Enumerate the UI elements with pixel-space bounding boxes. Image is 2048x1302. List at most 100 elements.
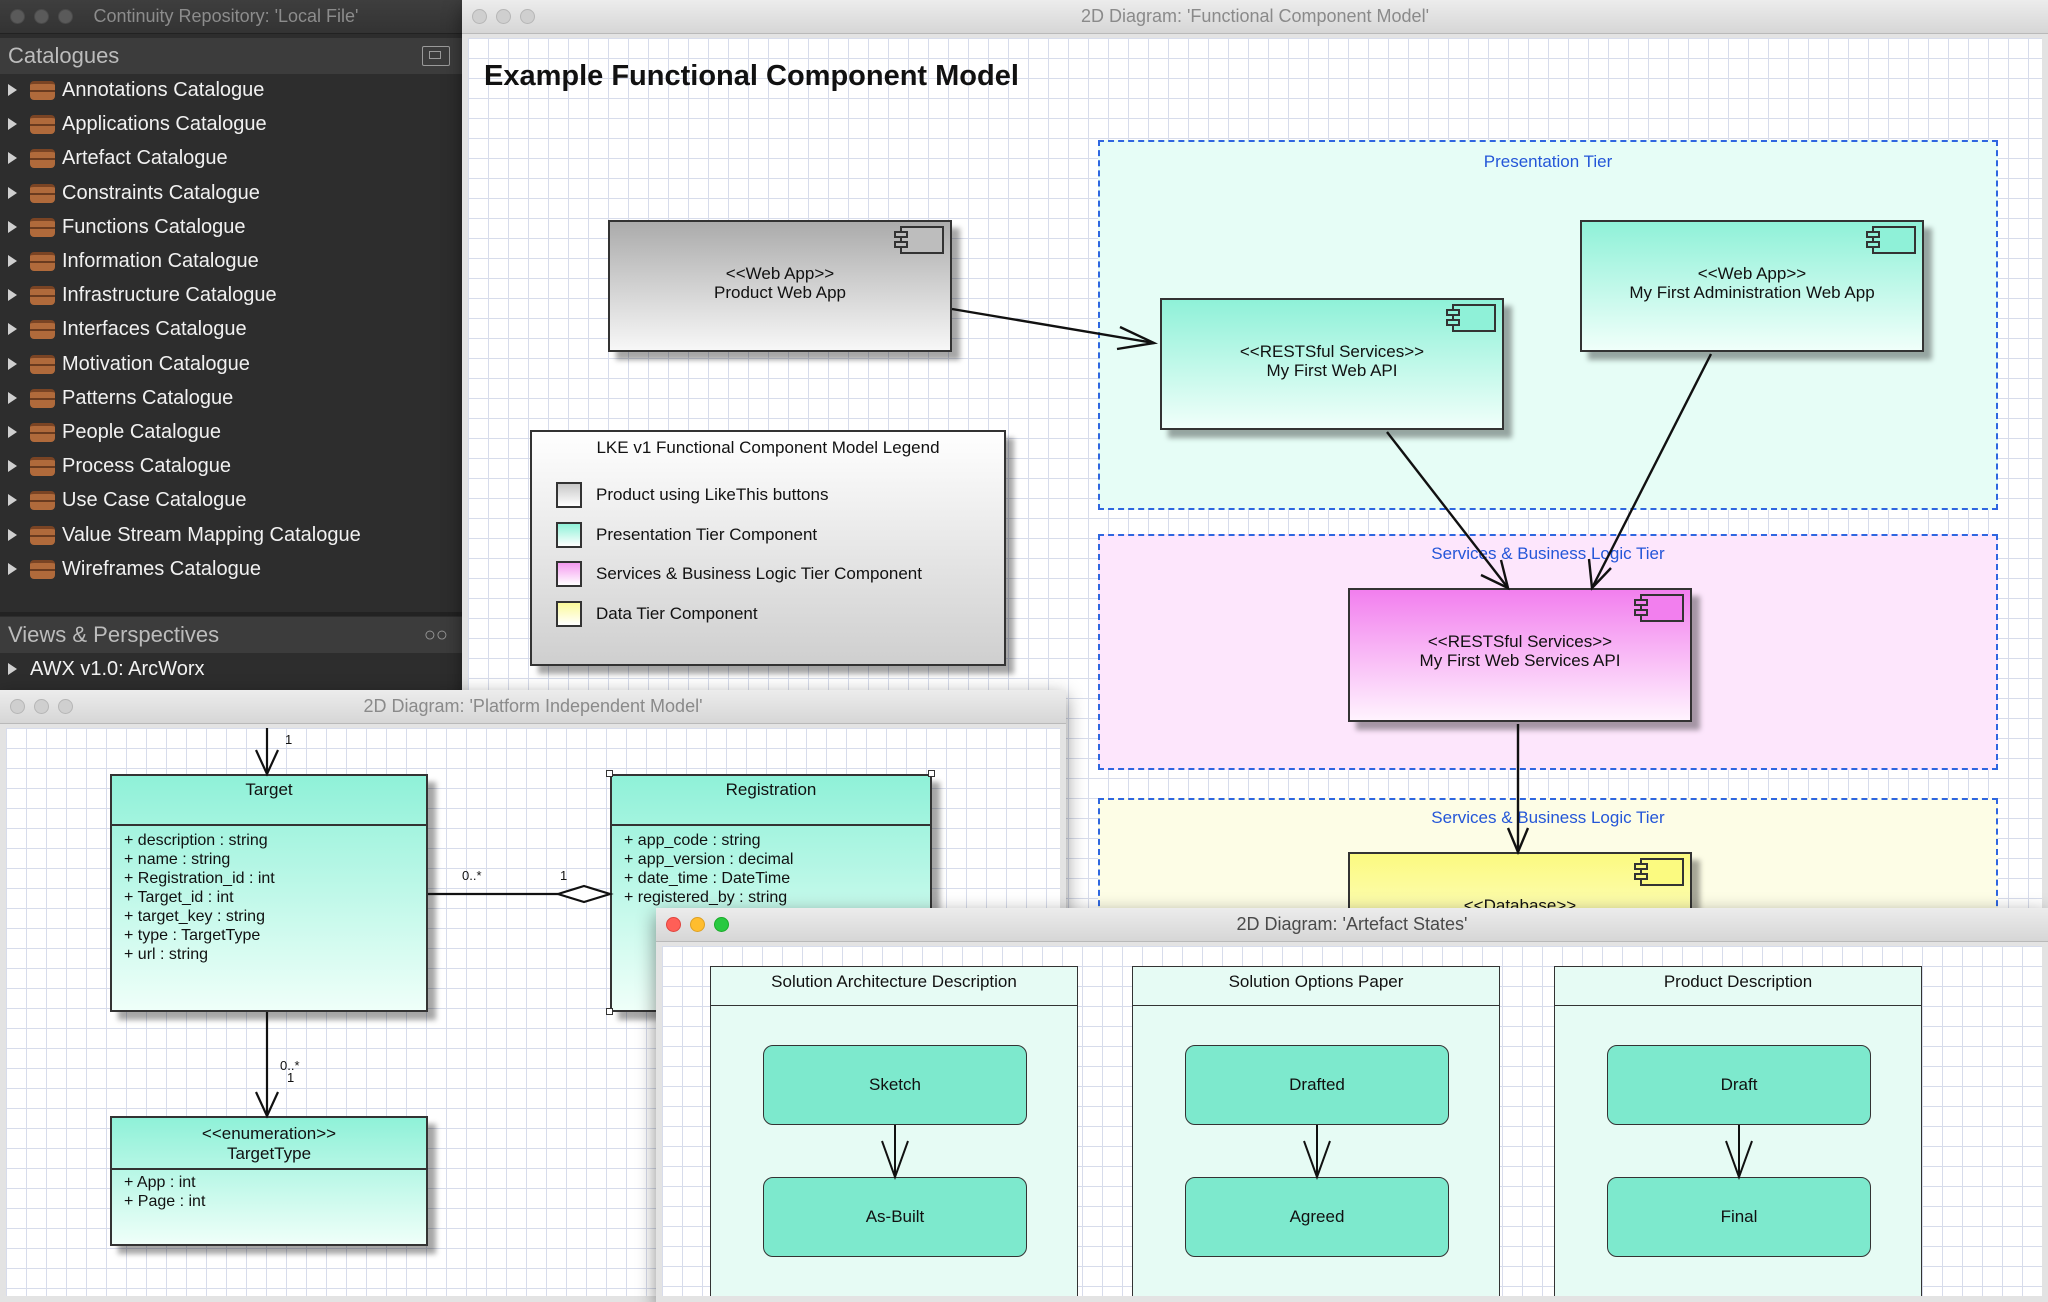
expand-triangle-icon[interactable] xyxy=(8,528,17,541)
state-node[interactable]: Final xyxy=(1607,1177,1871,1257)
state-node[interactable]: Agreed xyxy=(1185,1177,1449,1257)
product-web-app-component[interactable]: <<Web App>> Product Web App xyxy=(608,220,952,352)
catalogue-item[interactable]: Use Case Catalogue xyxy=(0,483,462,517)
catalogue-item[interactable]: People Catalogue xyxy=(0,415,462,449)
enumeration-stereotype: <<enumeration>> xyxy=(201,1124,337,1143)
catalogue-item[interactable]: Constraints Catalogue xyxy=(0,176,462,210)
minimize-button[interactable] xyxy=(34,9,49,24)
catalogue-item[interactable]: Wireframes Catalogue xyxy=(0,552,462,586)
legend-label: Services & Business Logic Tier Component xyxy=(596,564,922,583)
catalogue-label: Use Case Catalogue xyxy=(62,489,247,512)
expand-triangle-icon[interactable] xyxy=(8,186,17,199)
artefact-titlebar: 2D Diagram: 'Artefact States' xyxy=(656,908,2048,942)
catalogue-label: Applications Catalogue xyxy=(62,113,267,136)
expand-triangle-icon[interactable] xyxy=(8,323,17,336)
aggregation-diamond-icon xyxy=(554,884,614,904)
catalogue-item[interactable]: Information Catalogue xyxy=(0,244,462,278)
close-button[interactable] xyxy=(10,699,25,714)
minimize-button[interactable] xyxy=(690,917,705,932)
briefcase-icon xyxy=(30,286,55,306)
state-node[interactable]: Sketch xyxy=(763,1045,1027,1125)
catalogue-label: Motivation Catalogue xyxy=(62,352,250,375)
expand-triangle-icon[interactable] xyxy=(8,426,17,438)
swimlane-title: Solution Architecture Description xyxy=(711,967,1077,1006)
briefcase-icon xyxy=(30,81,55,100)
legend-box[interactable]: LKE v1 Functional Component Model Legend… xyxy=(530,430,1006,666)
legend-label: Data Tier Component xyxy=(596,603,758,623)
window-title: Continuity Repository: 'Local File' xyxy=(93,6,359,26)
catalogue-item[interactable]: Value Stream Mapping Catalogue xyxy=(0,518,462,552)
close-button[interactable] xyxy=(666,917,681,932)
expand-triangle-icon[interactable] xyxy=(8,152,17,165)
glasses-icon[interactable]: ○○ xyxy=(423,624,448,646)
minimize-button[interactable] xyxy=(496,9,511,24)
expand-triangle-icon[interactable] xyxy=(8,220,17,233)
catalogue-item[interactable]: Infrastructure Catalogue xyxy=(0,278,462,312)
connector-admin-to-services[interactable] xyxy=(1590,353,1713,589)
zoom-button[interactable] xyxy=(58,9,73,24)
catalogue-label: Process Catalogue xyxy=(62,455,231,478)
catalogue-item[interactable]: Motivation Catalogue xyxy=(0,347,462,381)
view-item-arcworx[interactable]: AWX v1.0: ArcWorx xyxy=(0,652,462,686)
minimize-button[interactable] xyxy=(34,699,49,714)
expand-triangle-icon[interactable] xyxy=(8,357,17,370)
catalogue-label: Annotations Catalogue xyxy=(62,79,265,101)
catalogue-item[interactable]: Interfaces Catalogue xyxy=(0,312,462,346)
arrowhead-icon xyxy=(255,749,279,777)
target-class[interactable]: Target + description : string+ name : st… xyxy=(110,774,428,1012)
catalogues-header-label: Catalogues xyxy=(8,43,120,68)
expand-triangle-icon[interactable] xyxy=(8,289,17,302)
class-attribute: + registered_by : string xyxy=(624,889,788,906)
zoom-button[interactable] xyxy=(714,917,729,932)
expand-triangle-icon[interactable] xyxy=(8,494,17,507)
expand-triangle-icon[interactable] xyxy=(8,84,17,96)
selection-handle[interactable] xyxy=(928,770,935,777)
expand-triangle-icon[interactable] xyxy=(8,391,17,404)
zoom-button[interactable] xyxy=(58,699,73,714)
catalogue-item[interactable]: Functions Catalogue xyxy=(0,210,462,244)
state-node[interactable]: Draft xyxy=(1607,1045,1871,1125)
expand-triangle-icon[interactable] xyxy=(8,255,17,267)
expand-triangle-icon[interactable] xyxy=(8,663,17,675)
artefact-diagram-window: 2D Diagram: 'Artefact States' Solution A… xyxy=(656,908,2048,1302)
window-title: 2D Diagram: 'Functional Component Model' xyxy=(1080,6,1430,26)
catalogue-item[interactable]: Applications Catalogue xyxy=(0,107,462,141)
catalogues-header: Catalogues xyxy=(0,38,462,74)
component-icon xyxy=(894,226,944,254)
swimlane-title: Solution Options Paper xyxy=(1133,967,1499,1006)
catalogue-item[interactable]: Process Catalogue xyxy=(0,449,462,483)
catalogue-item[interactable]: Annotations Catalogue xyxy=(0,73,462,107)
sidebar-toggle-icon[interactable] xyxy=(422,46,450,66)
arrowhead-icon xyxy=(255,1091,279,1119)
zoom-button[interactable] xyxy=(520,9,535,24)
expand-triangle-icon[interactable] xyxy=(8,562,17,575)
close-button[interactable] xyxy=(472,9,487,24)
expand-triangle-icon[interactable] xyxy=(8,118,17,131)
panel-divider[interactable] xyxy=(0,612,462,616)
connector-api-to-services[interactable] xyxy=(1386,431,1509,589)
targettype-enumeration[interactable]: <<enumeration>> TargetType + App : int+ … xyxy=(110,1116,428,1246)
views-header: Views & Perspectives ○○ xyxy=(0,617,462,653)
admin-web-app-component[interactable]: <<Web App>> My First Administration Web … xyxy=(1580,220,1924,352)
connector-product-to-api[interactable] xyxy=(951,307,1155,345)
state-node[interactable]: Drafted xyxy=(1185,1045,1449,1125)
legend-swatch xyxy=(556,600,582,627)
repository-window: Continuity Repository: 'Local File' Cata… xyxy=(0,0,462,720)
selection-handle[interactable] xyxy=(606,770,613,777)
selection-handle[interactable] xyxy=(606,1008,613,1015)
class-attribute: + Page : int xyxy=(124,1193,206,1210)
expand-triangle-icon[interactable] xyxy=(8,460,17,473)
catalogue-item[interactable]: Patterns Catalogue xyxy=(0,381,462,415)
state-node[interactable]: As-Built xyxy=(763,1177,1027,1257)
catalogue-item[interactable]: Artefact Catalogue xyxy=(0,141,462,175)
catalogue-label: People Catalogue xyxy=(62,421,222,443)
first-web-api-component[interactable]: <<RESTSful Services>> My First Web API xyxy=(1160,298,1504,430)
component-name: My First Web API xyxy=(1266,361,1398,380)
web-services-api-component[interactable]: <<RESTSful Services>> My First Web Servi… xyxy=(1348,588,1692,722)
close-button[interactable] xyxy=(10,9,25,24)
